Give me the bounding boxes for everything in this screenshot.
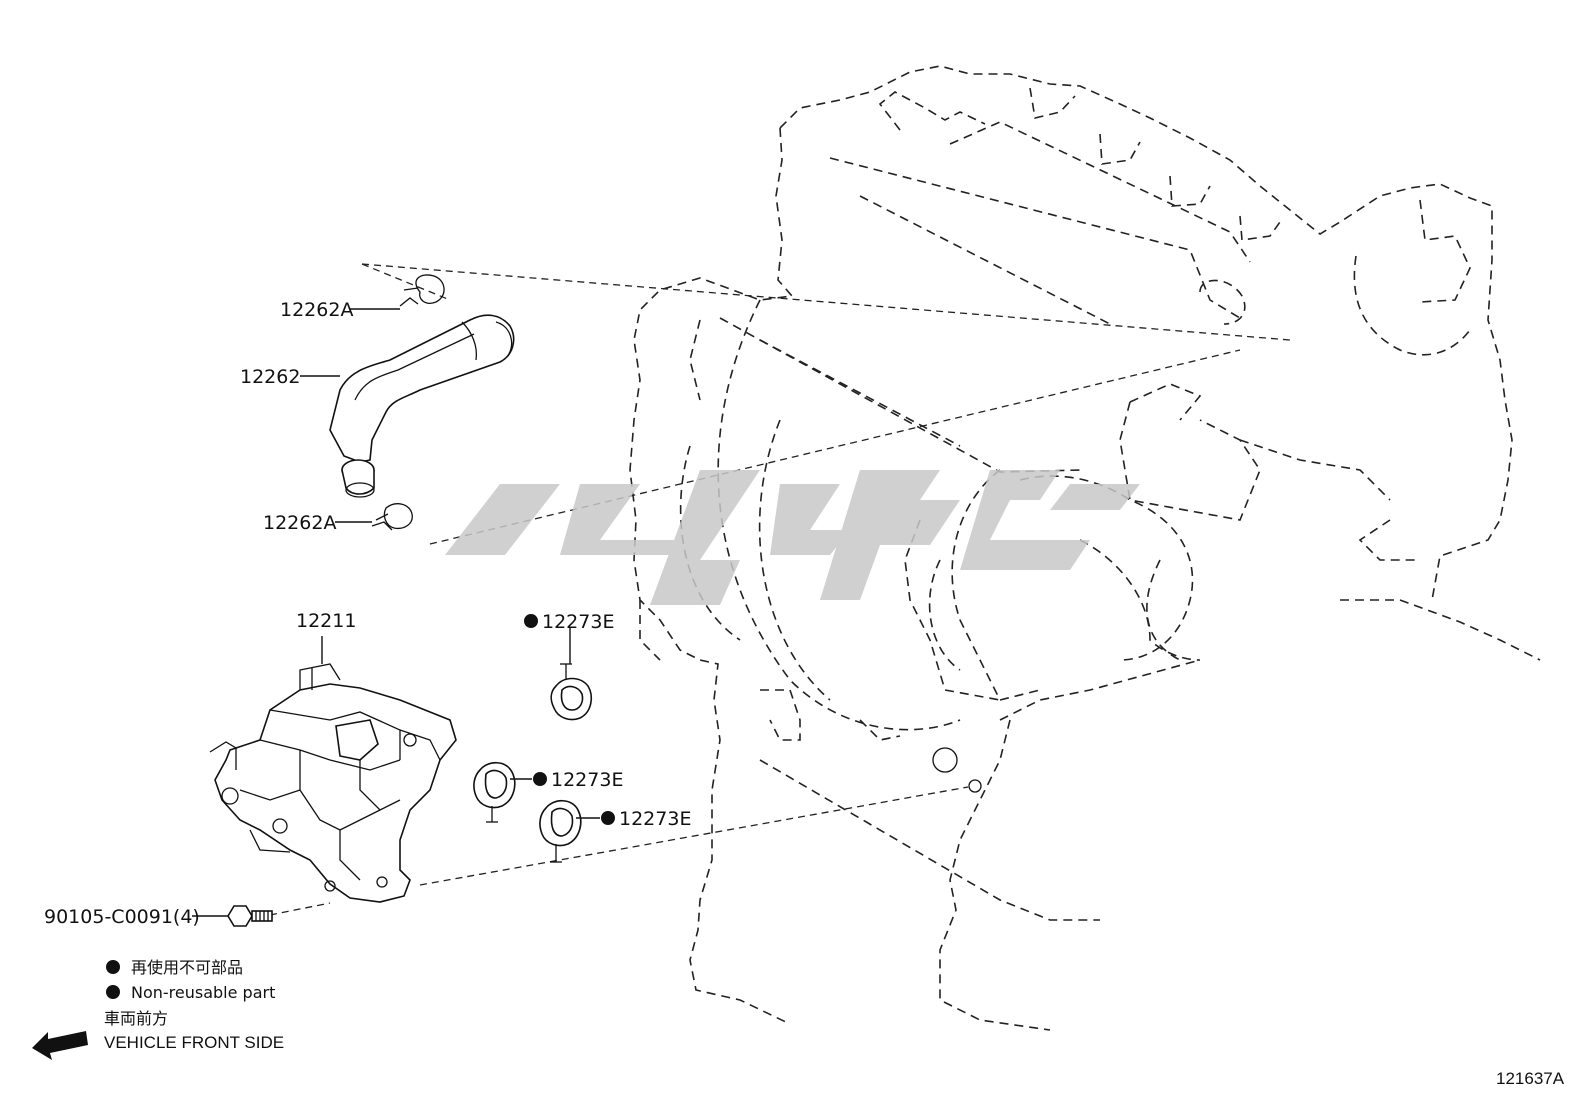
non-reusable-dot-gasket-top (524, 614, 538, 628)
label-separator: 12211 (296, 610, 356, 632)
engine-outline (629, 65, 1541, 1031)
label-gasket-low: 12273E (619, 808, 691, 830)
legend-jp-text: 再使用不可部品 (131, 958, 243, 977)
label-hose-clip-top: 12262A (280, 299, 353, 321)
hose-part (329, 314, 515, 498)
gasket-low-part (539, 799, 582, 863)
legend: 再使用不可部品 Non-reusable part (106, 958, 275, 1002)
label-bolt: 90105-C0091(4) (44, 906, 200, 928)
label-hose-clip-bottom: 12262A (263, 512, 336, 534)
front-arrow-icon (32, 1031, 88, 1060)
label-hose: 12262 (240, 366, 300, 388)
non-reusable-dot-gasket-mid (533, 772, 547, 786)
non-reusable-dot-gasket-low (601, 811, 615, 825)
label-gasket-top: 12273E (542, 611, 614, 633)
vehicle-front-indicator: 車両前方 VEHICLE FRONT SIDE (32, 1009, 284, 1060)
front-en-text: VEHICLE FRONT SIDE (104, 1033, 284, 1052)
front-jp-text: 車両前方 (104, 1009, 168, 1028)
gasket-mid-part (473, 761, 516, 823)
legend-en-text: Non-reusable part (131, 983, 275, 1002)
legend-dot-jp (106, 960, 120, 974)
hose-clip-bottom (371, 503, 413, 531)
bolt-part (227, 905, 273, 927)
watermark-logo (445, 470, 1140, 605)
guide-lines (269, 263, 1291, 916)
hose-clip-top (399, 274, 445, 307)
figure-number: 121637A (1496, 1069, 1565, 1088)
legend-dot-en (106, 985, 120, 999)
label-gasket-mid: 12273E (551, 769, 623, 791)
oil-separator-part (209, 663, 457, 903)
gasket-top-part (550, 663, 593, 721)
